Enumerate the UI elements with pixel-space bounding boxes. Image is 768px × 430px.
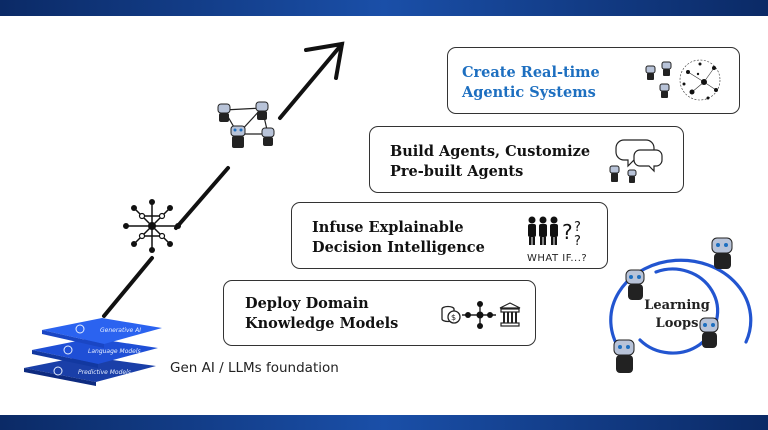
- learning-loop-robots-icon: [609, 237, 753, 373]
- loops-line: Loops: [655, 316, 699, 331]
- foundation-layers: Generative AI Language Models Predictive…: [24, 318, 162, 386]
- learning-loops-label: Learning Loops: [641, 297, 713, 333]
- foundation-label: Gen AI / LLMs foundation: [170, 360, 339, 376]
- knowledge-graph-icon: $: [441, 301, 521, 329]
- card-infuse-explainable: Infuse Explainable Decision Intelligence…: [291, 202, 608, 269]
- card-title: Infuse Explainable Decision Intelligence: [312, 218, 485, 258]
- card-line: Pre-built Agents: [390, 163, 524, 180]
- card-line: Decision Intelligence: [312, 239, 485, 256]
- bottom-banner: [0, 415, 768, 430]
- card-deploy-domain-knowledge: Deploy Domain Knowledge Models $: [223, 280, 536, 346]
- card-title: Deploy Domain Knowledge Models: [245, 294, 398, 334]
- svg-text:?: ?: [574, 234, 581, 249]
- layer-predictive-models: Predictive Models: [78, 369, 131, 376]
- card-line: Infuse Explainable: [312, 219, 464, 236]
- card-line: Deploy Domain: [245, 295, 369, 312]
- card-build-agents: Build Agents, Customize Pre-built Agents: [369, 126, 684, 193]
- agent-network-icon: [217, 101, 275, 148]
- card-line: Knowledge Models: [245, 315, 399, 332]
- agent-chat-icon: [609, 139, 663, 183]
- layer-generative-ai: Generative AI: [100, 327, 141, 334]
- agent-network-icon: [645, 59, 721, 101]
- layer-language-models: Language Models: [88, 348, 141, 355]
- card-title: Build Agents, Customize Pre-built Agents: [390, 142, 590, 182]
- loops-line: Learning: [644, 298, 710, 313]
- card-line: Build Agents, Customize: [390, 143, 591, 160]
- card-create-realtime-agentic-systems: Create Real-time Agentic Systems: [447, 47, 740, 114]
- growth-arrow: [102, 41, 345, 318]
- svg-text:$: $: [451, 313, 456, 322]
- card-line: Create Real-time: [462, 64, 600, 81]
- card-line: Agentic Systems: [462, 84, 596, 101]
- svg-text:?: ?: [574, 220, 581, 235]
- card-title: Create Real-time Agentic Systems: [462, 63, 600, 103]
- neural-hub-icon: [123, 199, 181, 253]
- svg-text:?: ?: [562, 220, 573, 244]
- people-what-if-icon: ? ? ? WHAT IF...?: [527, 216, 587, 264]
- top-banner: [0, 0, 768, 16]
- what-if-text: WHAT IF...?: [527, 253, 587, 264]
